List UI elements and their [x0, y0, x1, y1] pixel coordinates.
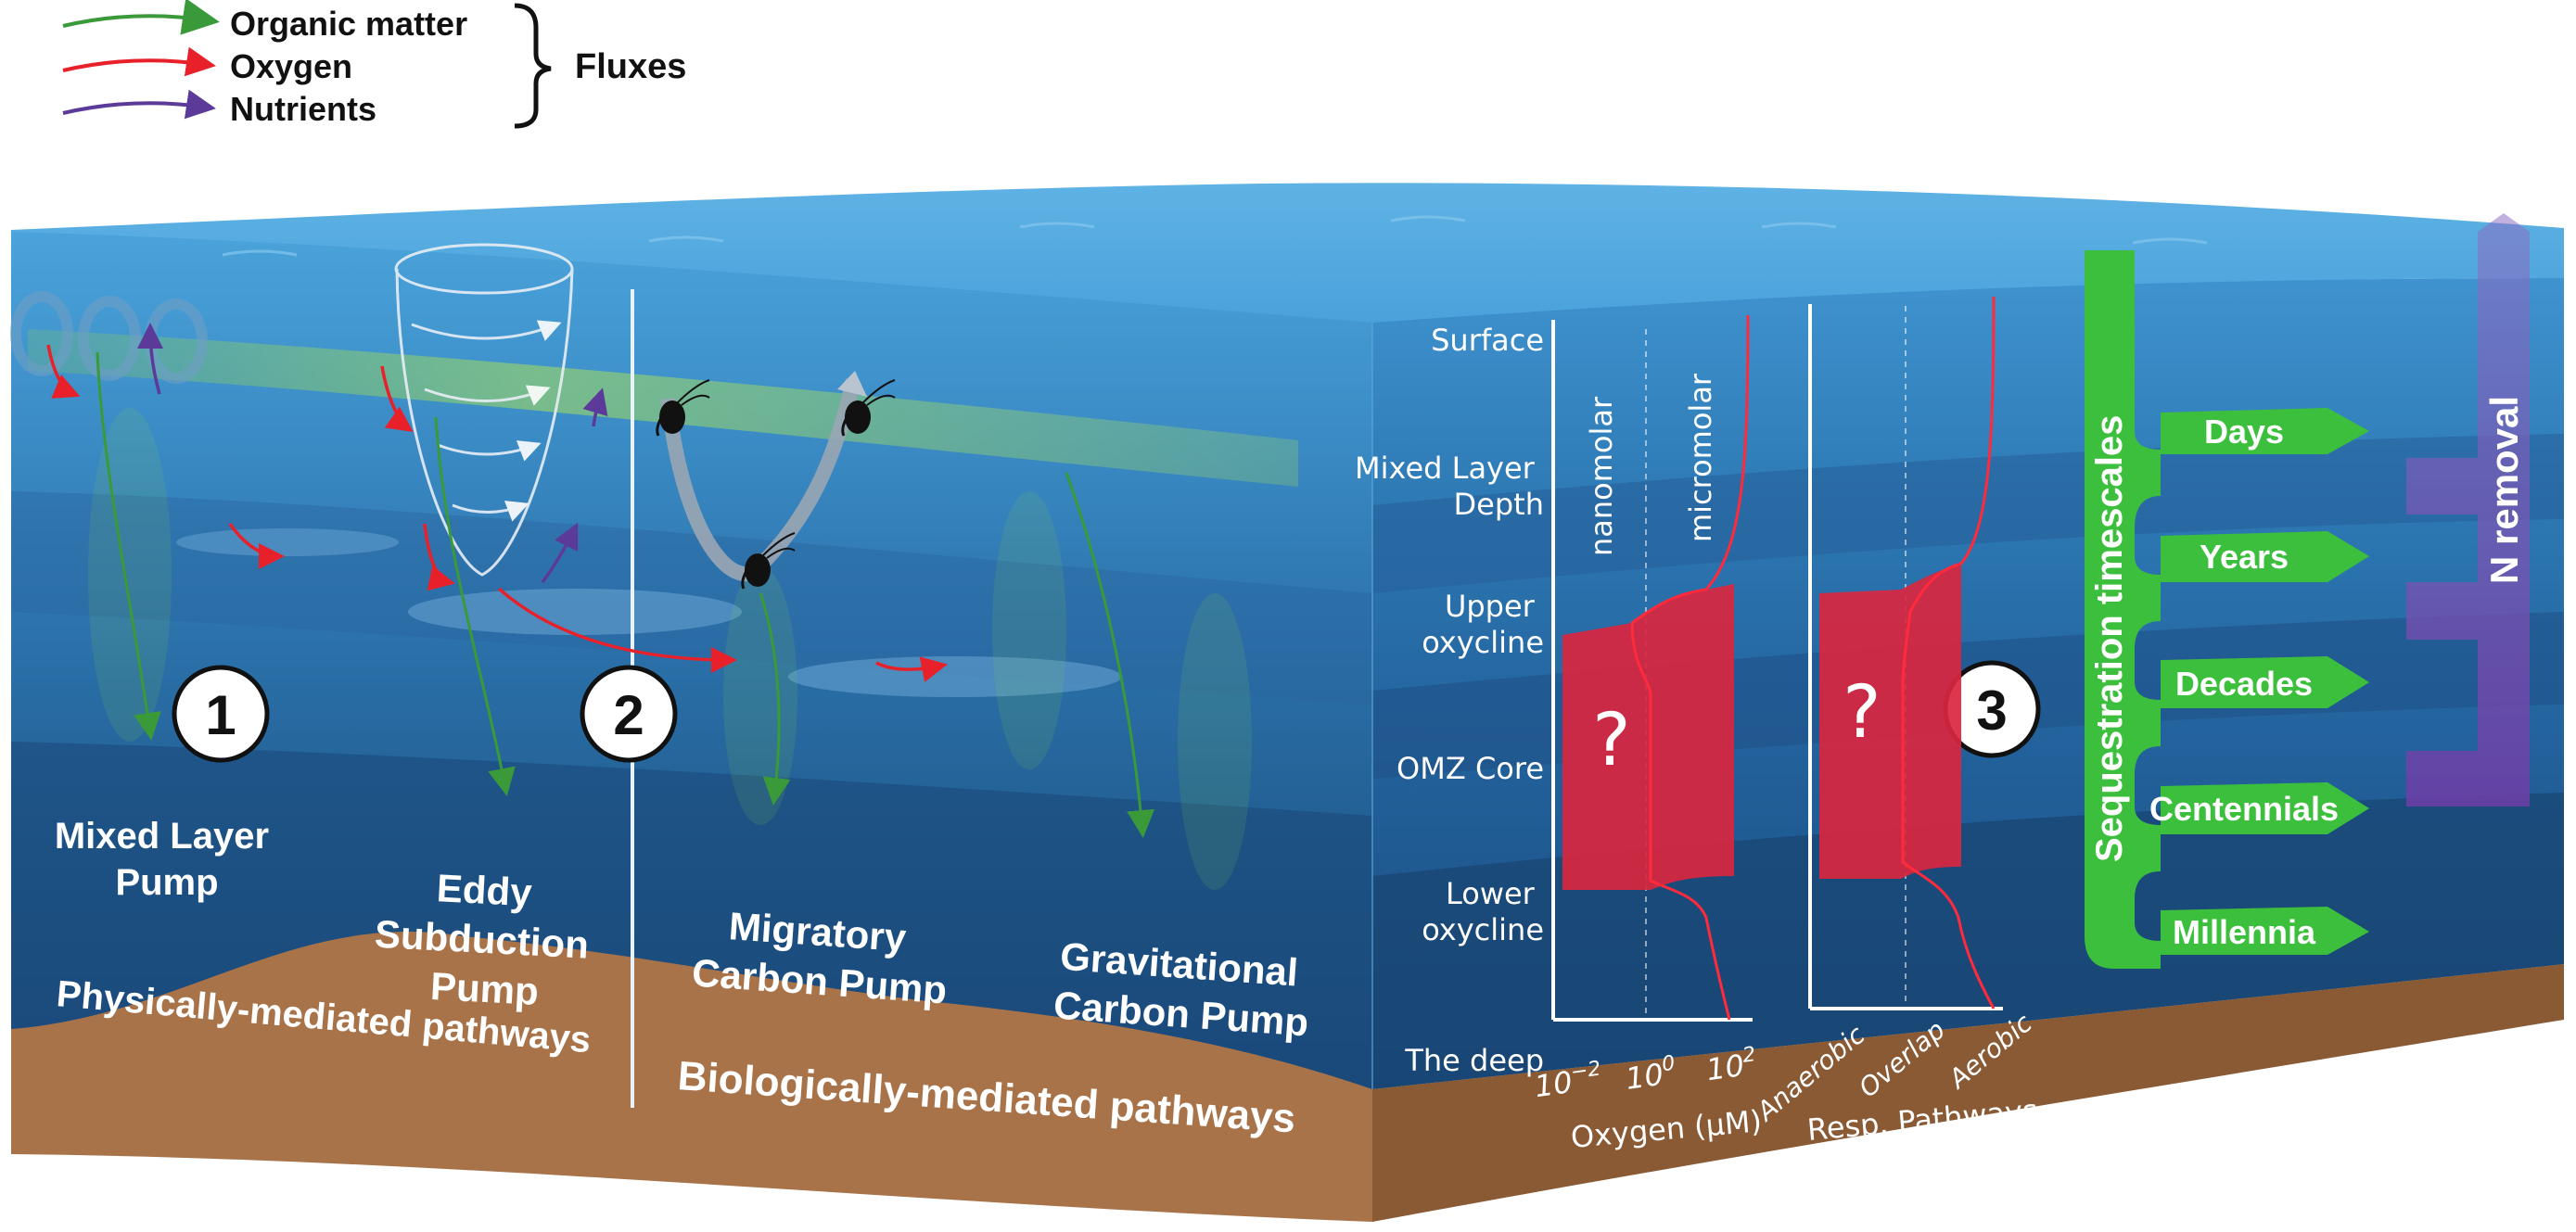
timescale-bar	[2085, 250, 2161, 969]
marker-1-label: 1	[205, 684, 236, 746]
timescale-years: Years	[2200, 538, 2289, 576]
timescales-title: Sequestration timescales	[2089, 415, 2130, 862]
timescale-centennials: Centennials	[2149, 790, 2339, 828]
sediment-side	[1372, 964, 2564, 1222]
timescale-arrow-days	[2161, 408, 2369, 454]
depth-upper-oxycline: Upper oxycline	[1422, 589, 1544, 660]
nutrient-fluxes	[137, 323, 608, 584]
omz-unknown-region	[1562, 584, 1734, 890]
timescale-arrow-years	[2161, 531, 2369, 582]
eddy-subduction-pump-label: Eddy Subduction Pump	[371, 863, 603, 1016]
timescale-arrow-millennia	[2161, 907, 2369, 955]
mixed-layer-pump-label: Mixed Layer Pump	[55, 816, 279, 903]
depth-surface: Surface	[1431, 323, 1544, 358]
oxygen-ticks: 10−2 100 102	[1532, 1043, 1759, 1105]
zooplankton-icon	[656, 379, 710, 437]
oxygen-profile-line	[1630, 314, 1750, 1021]
depth-mixed-layer: Mixed Layer Depth	[1355, 451, 1544, 522]
n-removal-label: N removal	[2482, 396, 2526, 584]
oxygen-tick-3: 102	[1703, 1043, 1759, 1087]
resp-profile-line	[1901, 296, 1996, 1010]
legend-organic-label: Organic matter	[230, 5, 467, 43]
oxygen-fluxes	[46, 344, 948, 682]
legend-nutrients-label: Nutrients	[230, 90, 376, 128]
legend: Organic matter Oxygen Nutrients Fluxes	[62, 0, 686, 129]
timescale-arrow-decades	[2161, 656, 2369, 708]
depth-the-deep: The deep	[1404, 1043, 1544, 1078]
depth-labels: Surface Mixed Layer Depth Upper oxycline…	[1355, 323, 1544, 1078]
marker-3-label: 3	[1976, 680, 2007, 742]
timescale-arrow-centennials	[2161, 782, 2369, 834]
timescale-millennia: Millennia	[2173, 913, 2316, 951]
legend-fluxes-label: Fluxes	[575, 47, 686, 86]
depth-lower-oxycline: Lower oxycline	[1422, 876, 1544, 947]
organic-matter-fluxes	[96, 351, 1155, 838]
marker-2: 2	[580, 665, 678, 763]
marker-2-label: 2	[613, 684, 644, 746]
marker-1: 1	[172, 665, 270, 763]
resp-unknown-mark: ?	[1843, 671, 1881, 755]
oxygen-col-nanomolar: nanomolar	[1584, 396, 1619, 556]
oxygen-col-micromolar: micromolar	[1683, 373, 1718, 542]
migratory-arc	[656, 371, 896, 590]
sediment-front	[11, 932, 1372, 1222]
zooplankton-icon	[841, 379, 896, 437]
legend-brace	[514, 3, 552, 129]
oxygen-unknown-mark: ?	[1592, 699, 1630, 782]
legend-organic-arrow	[62, 0, 220, 35]
resp-unknown-region	[1819, 564, 1961, 879]
oxygen-profile-plot: ? nanomolar micromolar 10−2 100 102 Oxyg…	[1532, 314, 1763, 1155]
ocean-block	[11, 183, 2564, 1222]
legend-oxygen-arrow	[62, 46, 216, 77]
timescale-days: Days	[2204, 413, 2284, 451]
timescale-decades: Decades	[2175, 665, 2313, 703]
oxygen-tick-1: 10−2	[1532, 1058, 1604, 1105]
zooplankton-icon	[741, 532, 796, 590]
legend-oxygen-label: Oxygen	[230, 47, 352, 85]
n-removal-arrow: N removal	[2406, 213, 2530, 807]
legend-nutrients-arrow	[62, 89, 216, 120]
depth-omz-core: OMZ Core	[1396, 751, 1544, 786]
sequestration-timescales: Sequestration timescales Days Years Deca…	[2085, 250, 2369, 969]
oxygen-tick-2: 100	[1623, 1052, 1678, 1097]
